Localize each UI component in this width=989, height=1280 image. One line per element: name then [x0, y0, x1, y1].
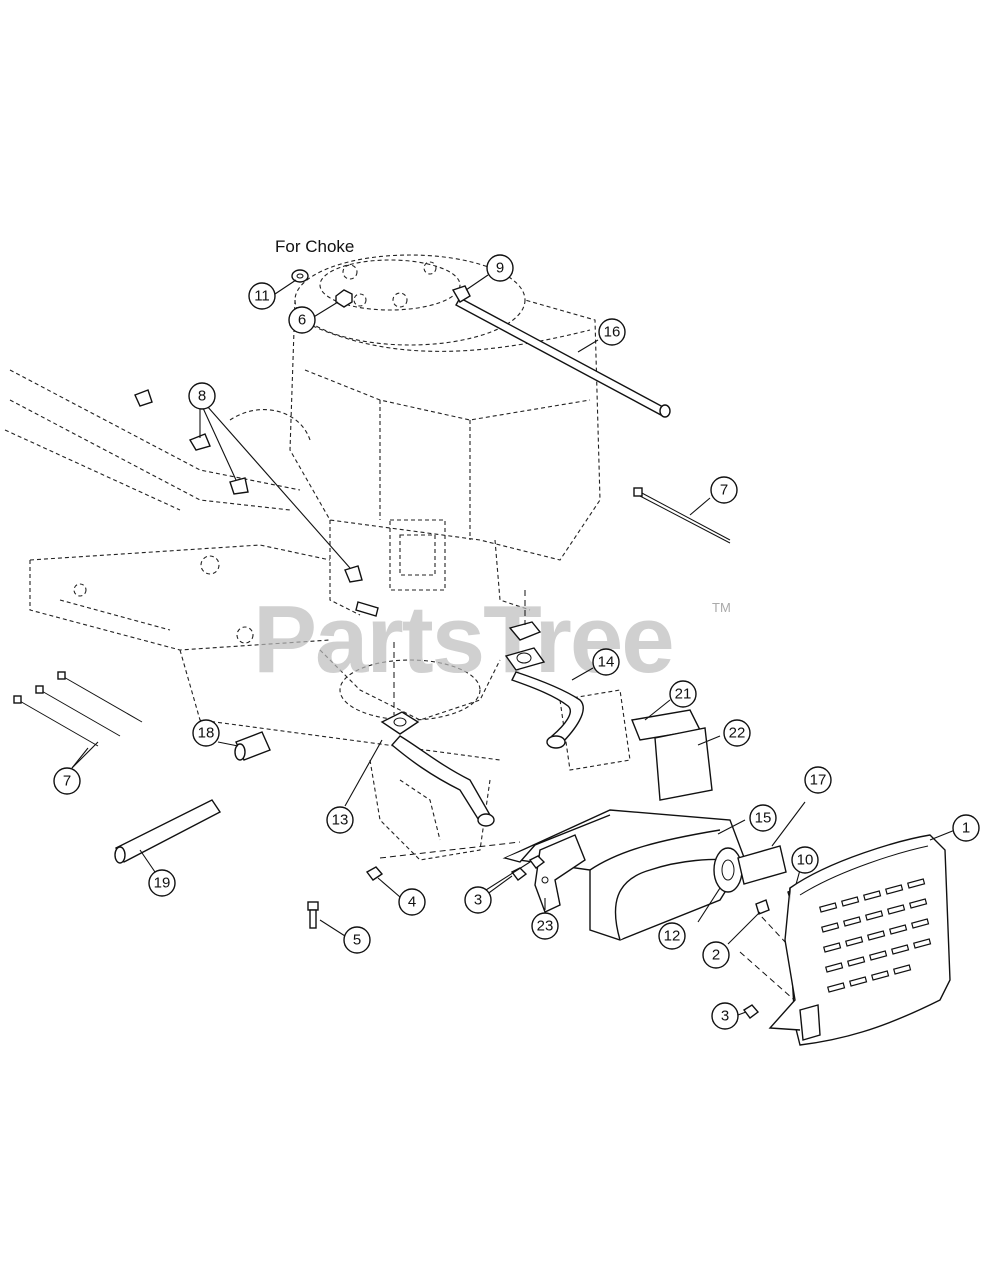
part-exhaust-pipe-13: [380, 711, 495, 827]
svg-text:21: 21: [675, 686, 692, 703]
callout-19: 19: [148, 869, 176, 897]
svg-text:10: 10: [797, 852, 814, 869]
svg-text:11: 11: [254, 288, 270, 305]
callout-3-right: 3: [711, 1002, 739, 1030]
part-connector-18: [234, 731, 271, 761]
svg-text:9: 9: [496, 260, 504, 277]
callout-4: 4: [398, 888, 426, 916]
part-gaskets: [504, 621, 546, 671]
callout-17: 17: [804, 766, 832, 794]
callout-23: 23: [531, 912, 559, 940]
part-cable-tie-7-left: [13, 671, 143, 747]
part-nut-6: [335, 289, 353, 308]
callout-15: 15: [749, 804, 777, 832]
part-cable-tie-7-right: [633, 487, 731, 544]
svg-text:3: 3: [721, 1008, 729, 1025]
callout-12: 12: [658, 922, 686, 950]
callout-10: 10: [791, 846, 819, 874]
shroud-vent-grille: [819, 878, 932, 993]
svg-text:19: 19: [154, 875, 171, 892]
svg-text:5: 5: [353, 932, 361, 949]
callout-11: 11: [248, 282, 276, 310]
part-nut-4: [365, 866, 384, 881]
part-exhaust-pipe-14: [511, 671, 584, 749]
part-bracket-23: [534, 834, 586, 913]
svg-text:12: 12: [664, 928, 681, 945]
part-screw-2: [755, 899, 770, 915]
svg-text:6: 6: [298, 312, 306, 329]
choke-label: For Choke: [275, 237, 354, 256]
svg-text:22: 22: [729, 725, 746, 742]
watermark: PartsTree: [253, 586, 673, 693]
callout-7-right: 7: [710, 476, 738, 504]
svg-text:7: 7: [63, 773, 71, 790]
part-heat-shield-21-22: [631, 709, 713, 801]
svg-text:17: 17: [810, 772, 827, 789]
svg-text:8: 8: [198, 388, 206, 405]
part-tail-pipe-17: [737, 845, 787, 885]
callout-13: 13: [326, 806, 354, 834]
trademark-mark: TM: [712, 600, 731, 615]
part-hose-19: [114, 799, 222, 864]
svg-text:4: 4: [408, 894, 416, 911]
svg-text:15: 15: [755, 810, 772, 827]
callout-18: 18: [192, 719, 220, 747]
svg-text:1: 1: [962, 820, 970, 837]
callout-9: 9: [486, 254, 514, 282]
callout-2: 2: [702, 941, 730, 969]
svg-text:13: 13: [332, 812, 349, 829]
svg-text:18: 18: [198, 725, 215, 742]
part-rod-16: [451, 285, 671, 418]
callout-7-left: 7: [53, 767, 81, 795]
svg-text:7: 7: [720, 482, 728, 499]
callout-5: 5: [343, 926, 371, 954]
svg-text:14: 14: [598, 654, 615, 671]
part-washer-11: [291, 269, 309, 283]
svg-text:23: 23: [537, 918, 554, 935]
part-clips-8: [134, 389, 363, 583]
part-bolt-5: [307, 901, 319, 929]
callout-3-center: 3: [464, 886, 492, 914]
engine-ghost-outline: [4, 254, 631, 861]
callout-21: 21: [669, 680, 697, 708]
callout-22: 22: [723, 719, 751, 747]
svg-text:3: 3: [474, 892, 482, 909]
callout-8: 8: [188, 382, 216, 410]
part-spark-arrestor-12: [713, 847, 743, 893]
svg-text:2: 2: [712, 947, 720, 964]
callout-14: 14: [592, 648, 620, 676]
callout-16: 16: [598, 318, 626, 346]
callout-1: 1: [952, 814, 980, 842]
callout-6: 6: [288, 306, 316, 334]
svg-text:16: 16: [604, 324, 621, 341]
part-shroud-1: [768, 834, 951, 1046]
